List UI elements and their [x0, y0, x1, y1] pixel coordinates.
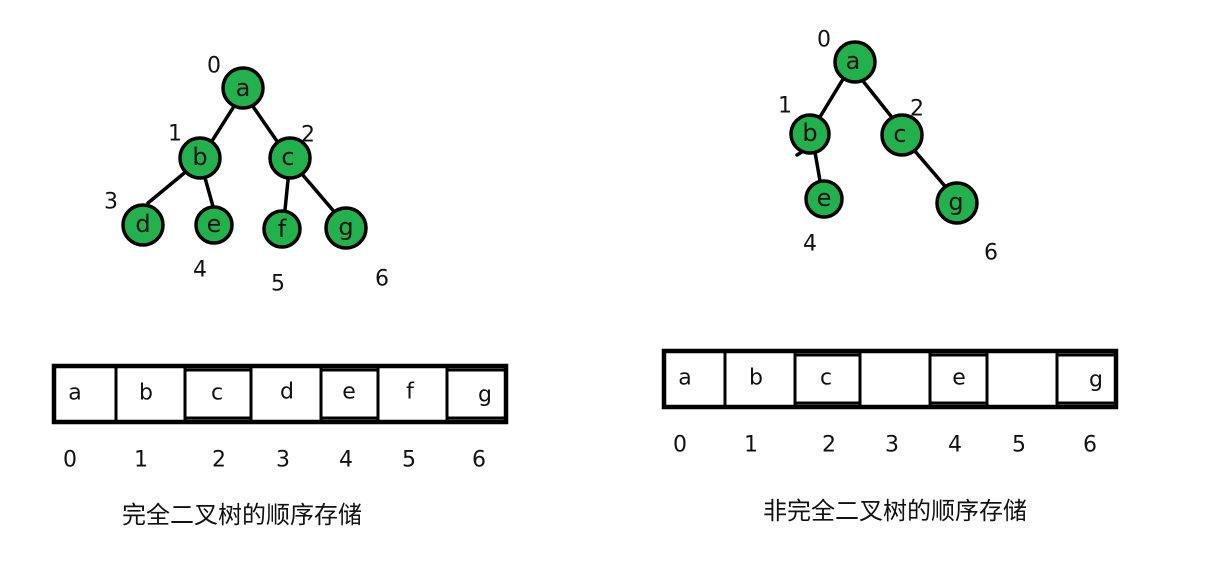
- left-array-index-5: 5: [402, 448, 416, 473]
- left-node-d-label: d: [135, 210, 150, 238]
- right-array-border: [661, 348, 1119, 410]
- right-panel: a b c e g 0 1 2 4 6: [661, 28, 1119, 525]
- left-array-index-1: 1: [134, 448, 148, 473]
- right-tree: a b c e g 0 1 2 4 6: [778, 28, 998, 266]
- right-array: a b c e g 0 1 2 3 4 5 6: [661, 348, 1119, 458]
- left-array-value-1: b: [139, 381, 153, 406]
- left-array-index-0: 0: [63, 448, 77, 473]
- right-node-a-label: a: [846, 47, 861, 75]
- right-array-value-4: e: [952, 366, 966, 391]
- left-node-index-3: 3: [104, 190, 118, 215]
- right-array-cell-2: [793, 353, 862, 405]
- left-node-g: g: [324, 206, 368, 250]
- right-node-a: a: [833, 40, 877, 84]
- right-caption: 非完全二叉树的顺序存储: [763, 497, 1027, 525]
- right-array-cell-0: [662, 349, 727, 409]
- left-node-b-label: b: [192, 143, 207, 171]
- right-node-b: b: [789, 113, 831, 155]
- left-array-index-2: 2: [212, 448, 226, 473]
- left-node-b: b: [178, 136, 222, 180]
- right-node-c: c: [880, 113, 924, 157]
- left-array-cell-6: [445, 368, 508, 420]
- left-array: a b c d e f g 0 1 2 3 4 5 6: [51, 363, 509, 473]
- right-array-value-6: g: [1089, 368, 1103, 393]
- left-node-index-4: 4: [193, 258, 207, 283]
- left-array-border: [51, 363, 509, 425]
- left-array-index-3: 3: [276, 448, 290, 473]
- left-node-d: d: [121, 203, 165, 247]
- right-node-e-label: e: [817, 184, 832, 212]
- right-node-index-6: 6: [984, 241, 998, 266]
- right-array-value-0: a: [678, 366, 691, 391]
- right-array-value-2: c: [820, 366, 832, 391]
- right-node-e: e: [804, 179, 844, 219]
- right-array-cell-5: [985, 349, 1059, 409]
- right-node-index-1: 1: [778, 94, 792, 119]
- right-array-index-3: 3: [885, 433, 899, 458]
- right-array-index-1: 1: [744, 433, 758, 458]
- left-node-a-label: a: [236, 74, 251, 102]
- right-array-index-2: 2: [822, 433, 836, 458]
- left-node-e-label: e: [207, 210, 222, 238]
- left-node-index-2: 2: [301, 123, 315, 148]
- left-array-value-3: d: [280, 380, 294, 405]
- left-caption: 完全二叉树的顺序存储: [122, 501, 362, 529]
- right-array-cell-6: [1055, 353, 1118, 405]
- left-node-g-label: g: [338, 213, 353, 241]
- right-array-index-0: 0: [673, 433, 687, 458]
- right-array-cell-4: [928, 353, 989, 405]
- right-node-index-4: 4: [803, 232, 817, 257]
- right-node-index-0: 0: [817, 28, 831, 53]
- right-node-c-label: c: [893, 120, 906, 148]
- right-array-index-5: 5: [1012, 433, 1026, 458]
- right-node-index-2: 2: [910, 97, 924, 122]
- left-array-value-5: f: [406, 380, 415, 405]
- left-node-index-6: 6: [375, 267, 389, 292]
- left-array-cell-0: [52, 364, 118, 424]
- left-node-c-label: c: [281, 143, 294, 171]
- left-array-index-6: 6: [472, 448, 486, 473]
- left-node-index-0: 0: [207, 54, 221, 79]
- right-array-cell-3: [858, 349, 932, 409]
- left-node-f-label: f: [278, 215, 287, 243]
- right-node-g-label: g: [948, 188, 963, 216]
- left-array-index-4: 4: [339, 448, 353, 473]
- right-node-b-label: b: [802, 119, 817, 147]
- right-array-value-1: b: [749, 366, 763, 391]
- left-node-c: c: [268, 136, 312, 180]
- right-node-g: g: [935, 181, 979, 225]
- left-node-e: e: [194, 205, 234, 245]
- left-node-index-5: 5: [271, 272, 285, 297]
- left-array-value-2: c: [211, 381, 223, 406]
- left-array-value-4: e: [342, 380, 356, 405]
- right-array-index-4: 4: [948, 433, 962, 458]
- left-panel: a b c d e f g: [51, 54, 509, 529]
- left-node-a: a: [221, 66, 265, 110]
- left-array-value-0: a: [68, 381, 81, 406]
- left-array-value-6: g: [478, 383, 492, 408]
- right-array-index-6: 6: [1083, 433, 1097, 458]
- left-node-index-1: 1: [168, 122, 182, 147]
- left-node-f: f: [262, 209, 302, 249]
- left-tree: a b c d e f g: [104, 54, 389, 297]
